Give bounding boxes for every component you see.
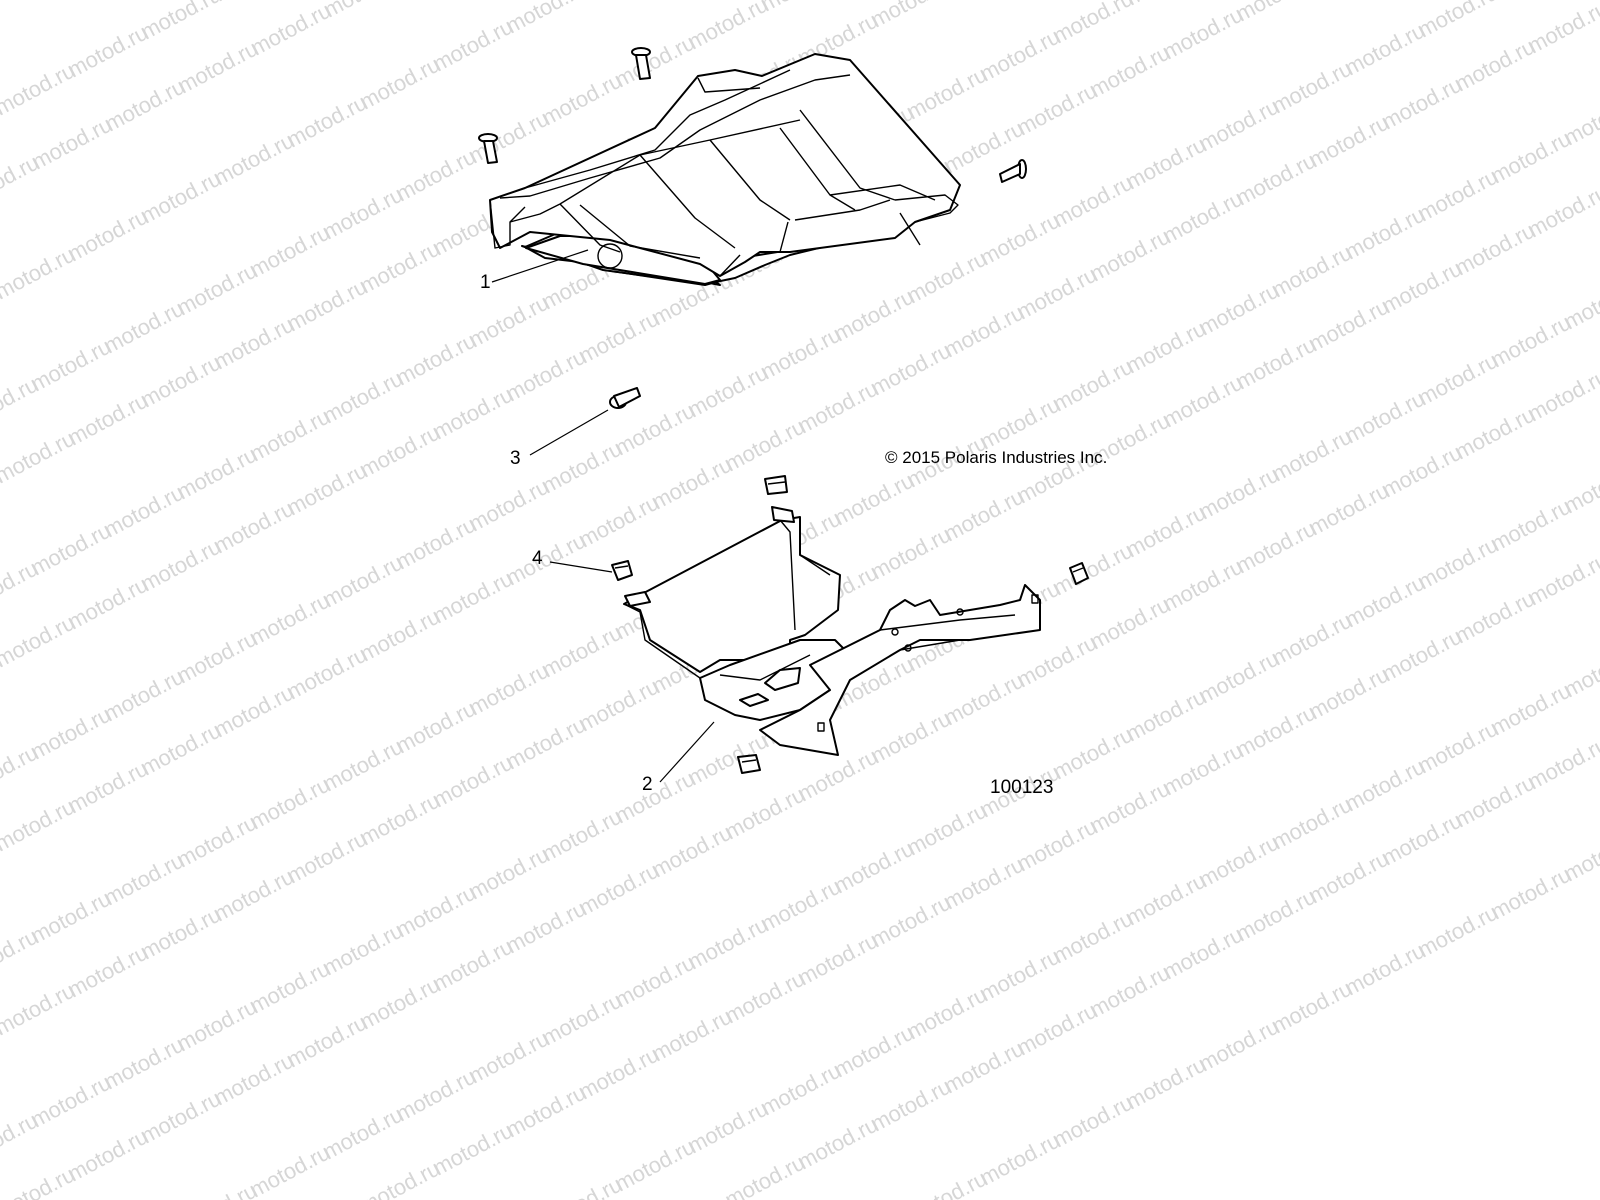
- screw-right-icon: [999, 159, 1027, 183]
- part-1-cover: [489, 53, 961, 286]
- screw-top-center-icon: [631, 47, 651, 80]
- clip-nut-bottom-icon: [737, 754, 761, 774]
- figure-number: 100123: [990, 777, 1053, 798]
- callout-3: 3: [510, 448, 521, 469]
- part-4-clip-nut-icon: [611, 560, 633, 581]
- callout-1: 1: [480, 272, 491, 293]
- part-3-screw-icon: [609, 387, 641, 409]
- leader-1: [491, 249, 589, 283]
- part-2-bracket: [623, 506, 1041, 756]
- clip-nut-right-icon: [1069, 562, 1089, 585]
- leader-4: [549, 561, 613, 573]
- leader-2: [659, 721, 715, 783]
- screw-top-left-icon: [478, 133, 498, 164]
- clip-nut-top-icon: [764, 475, 788, 495]
- callout-2: 2: [642, 774, 653, 795]
- leader-3: [529, 409, 609, 456]
- copyright-text: © 2015 Polaris Industries Inc.: [885, 448, 1107, 467]
- callout-4: 4: [532, 548, 543, 569]
